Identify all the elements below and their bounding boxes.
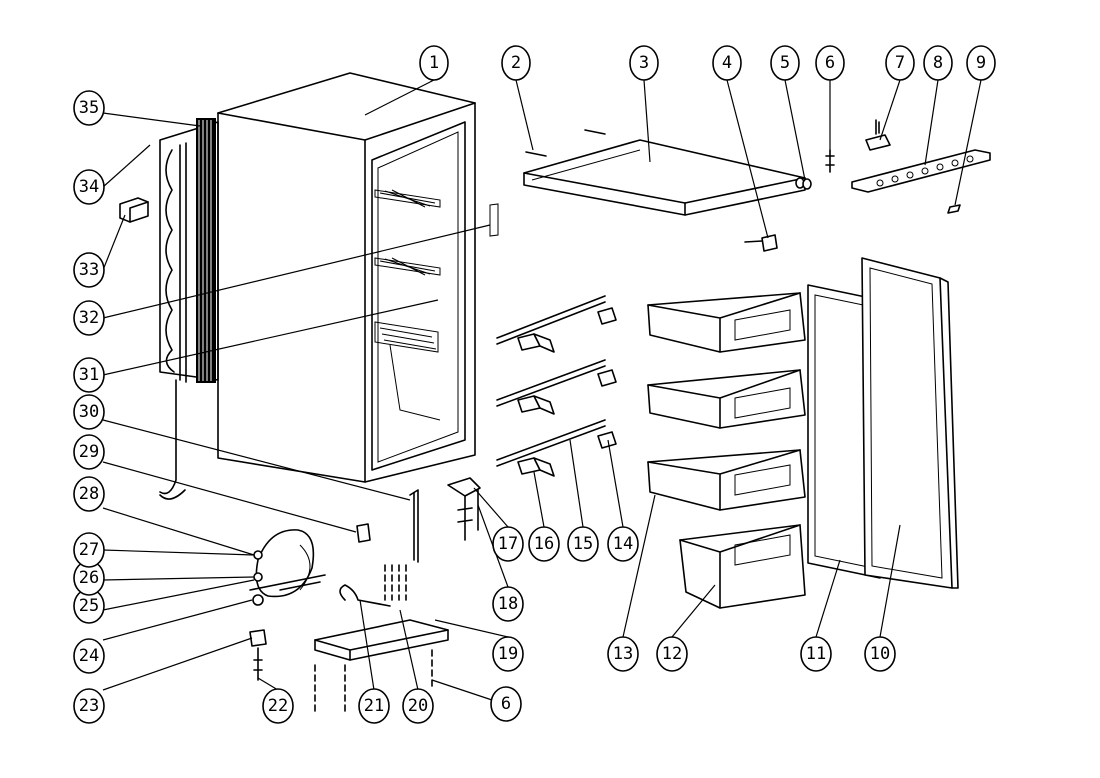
part-label: 1 — [429, 53, 439, 73]
part-bubble-3: 3 — [629, 45, 659, 81]
part-label: 34 — [79, 177, 99, 197]
part-label: 10 — [870, 644, 890, 664]
part-bubble-17: 17 — [492, 526, 524, 562]
part-bubble-21: 21 — [358, 688, 390, 724]
part-label: 12 — [662, 644, 682, 664]
shelf-rails — [496, 295, 617, 477]
part-label: 32 — [79, 308, 99, 328]
part-bubble-2: 2 — [501, 45, 531, 81]
part-bubble-26: 26 — [73, 560, 105, 596]
part-bubble-23: 23 — [73, 688, 105, 724]
part-label: 9 — [976, 53, 986, 73]
part-label: 20 — [408, 696, 428, 716]
door — [861, 257, 959, 589]
part-bubble-7: 7 — [885, 45, 915, 81]
part-label: 26 — [79, 568, 99, 588]
part-bubble-5: 5 — [770, 45, 800, 81]
part-label: 35 — [79, 98, 99, 118]
part-label: 19 — [498, 644, 518, 664]
part-bubble-19: 19 — [492, 636, 524, 672]
part-bubble-8: 8 — [923, 45, 953, 81]
part-bubble-28: 28 — [73, 476, 105, 512]
thermostat-and-tube — [356, 489, 419, 563]
part-bubble-6: 6 — [815, 45, 845, 81]
part-bubble-13: 13 — [607, 636, 639, 672]
part-label: 13 — [613, 644, 633, 664]
part-label: 23 — [79, 696, 99, 716]
top-cover — [523, 139, 812, 216]
crisper-drawers — [647, 292, 806, 511]
part-label: 2 — [511, 53, 521, 73]
part-label: 14 — [613, 534, 633, 554]
part-bubble-34: 34 — [73, 169, 105, 205]
part-label: 33 — [79, 260, 99, 280]
part-label: 18 — [498, 594, 518, 614]
part-bubble-25: 25 — [73, 588, 105, 624]
part-bubble-6-base: 6 — [490, 686, 522, 722]
part-bubble-22: 22 — [262, 688, 294, 724]
part-bubble-32: 32 — [73, 300, 105, 336]
door-bin — [679, 524, 806, 609]
part-bubble-20: 20 — [402, 688, 434, 724]
part-bubbles: 1 2 3 4 5 6 7 8 9 10 11 12 13 14 15 16 1… — [73, 45, 996, 724]
part-bubble-12: 12 — [656, 636, 688, 672]
condenser-coil — [159, 118, 219, 500]
part-label: 28 — [79, 484, 99, 504]
part-label: 6 — [825, 53, 835, 73]
part-bubble-18: 18 — [492, 586, 524, 622]
part-label: 3 — [639, 53, 649, 73]
part-bubble-31: 31 — [73, 357, 105, 393]
top-hinge — [825, 119, 991, 214]
part-bubble-15: 15 — [567, 526, 599, 562]
part-label: 8 — [933, 53, 943, 73]
part-bubble-11: 11 — [800, 636, 832, 672]
part-label: 31 — [79, 365, 99, 385]
part-bubble-29: 29 — [73, 434, 105, 470]
part-label: 5 — [780, 53, 790, 73]
part-label: 16 — [534, 534, 554, 554]
part-label: 30 — [79, 402, 99, 422]
part-bubble-9: 9 — [966, 45, 996, 81]
small-parts — [489, 129, 778, 252]
part-label: 25 — [79, 596, 99, 616]
part-label: 29 — [79, 442, 99, 462]
base-plate — [314, 564, 449, 713]
part-bubble-24: 24 — [73, 638, 105, 674]
part-label: 6 — [501, 694, 511, 714]
part-bubble-14: 14 — [607, 526, 639, 562]
part-label: 15 — [573, 534, 593, 554]
part-bubble-1: 1 — [419, 45, 449, 81]
part-label: 27 — [79, 540, 99, 560]
part-bubble-35: 35 — [73, 90, 105, 126]
part-label: 4 — [722, 53, 732, 73]
part-label: 22 — [268, 696, 288, 716]
leader-lines — [102, 79, 982, 701]
part-bubble-27: 27 — [73, 532, 105, 568]
cabinet — [217, 72, 476, 483]
compressor — [249, 529, 326, 681]
part-label: 7 — [895, 53, 905, 73]
part-bubble-30: 30 — [73, 394, 105, 430]
part-bubble-10: 10 — [864, 636, 896, 672]
part-bubble-33: 33 — [73, 252, 105, 288]
part-label: 17 — [498, 534, 518, 554]
part-bubble-4: 4 — [712, 45, 742, 81]
part-label: 11 — [806, 644, 826, 664]
part-label: 24 — [79, 646, 99, 666]
part-bubble-16: 16 — [528, 526, 560, 562]
part-label: 21 — [364, 696, 384, 716]
part-33-relay — [119, 197, 149, 223]
bracket-17-18 — [447, 477, 481, 541]
